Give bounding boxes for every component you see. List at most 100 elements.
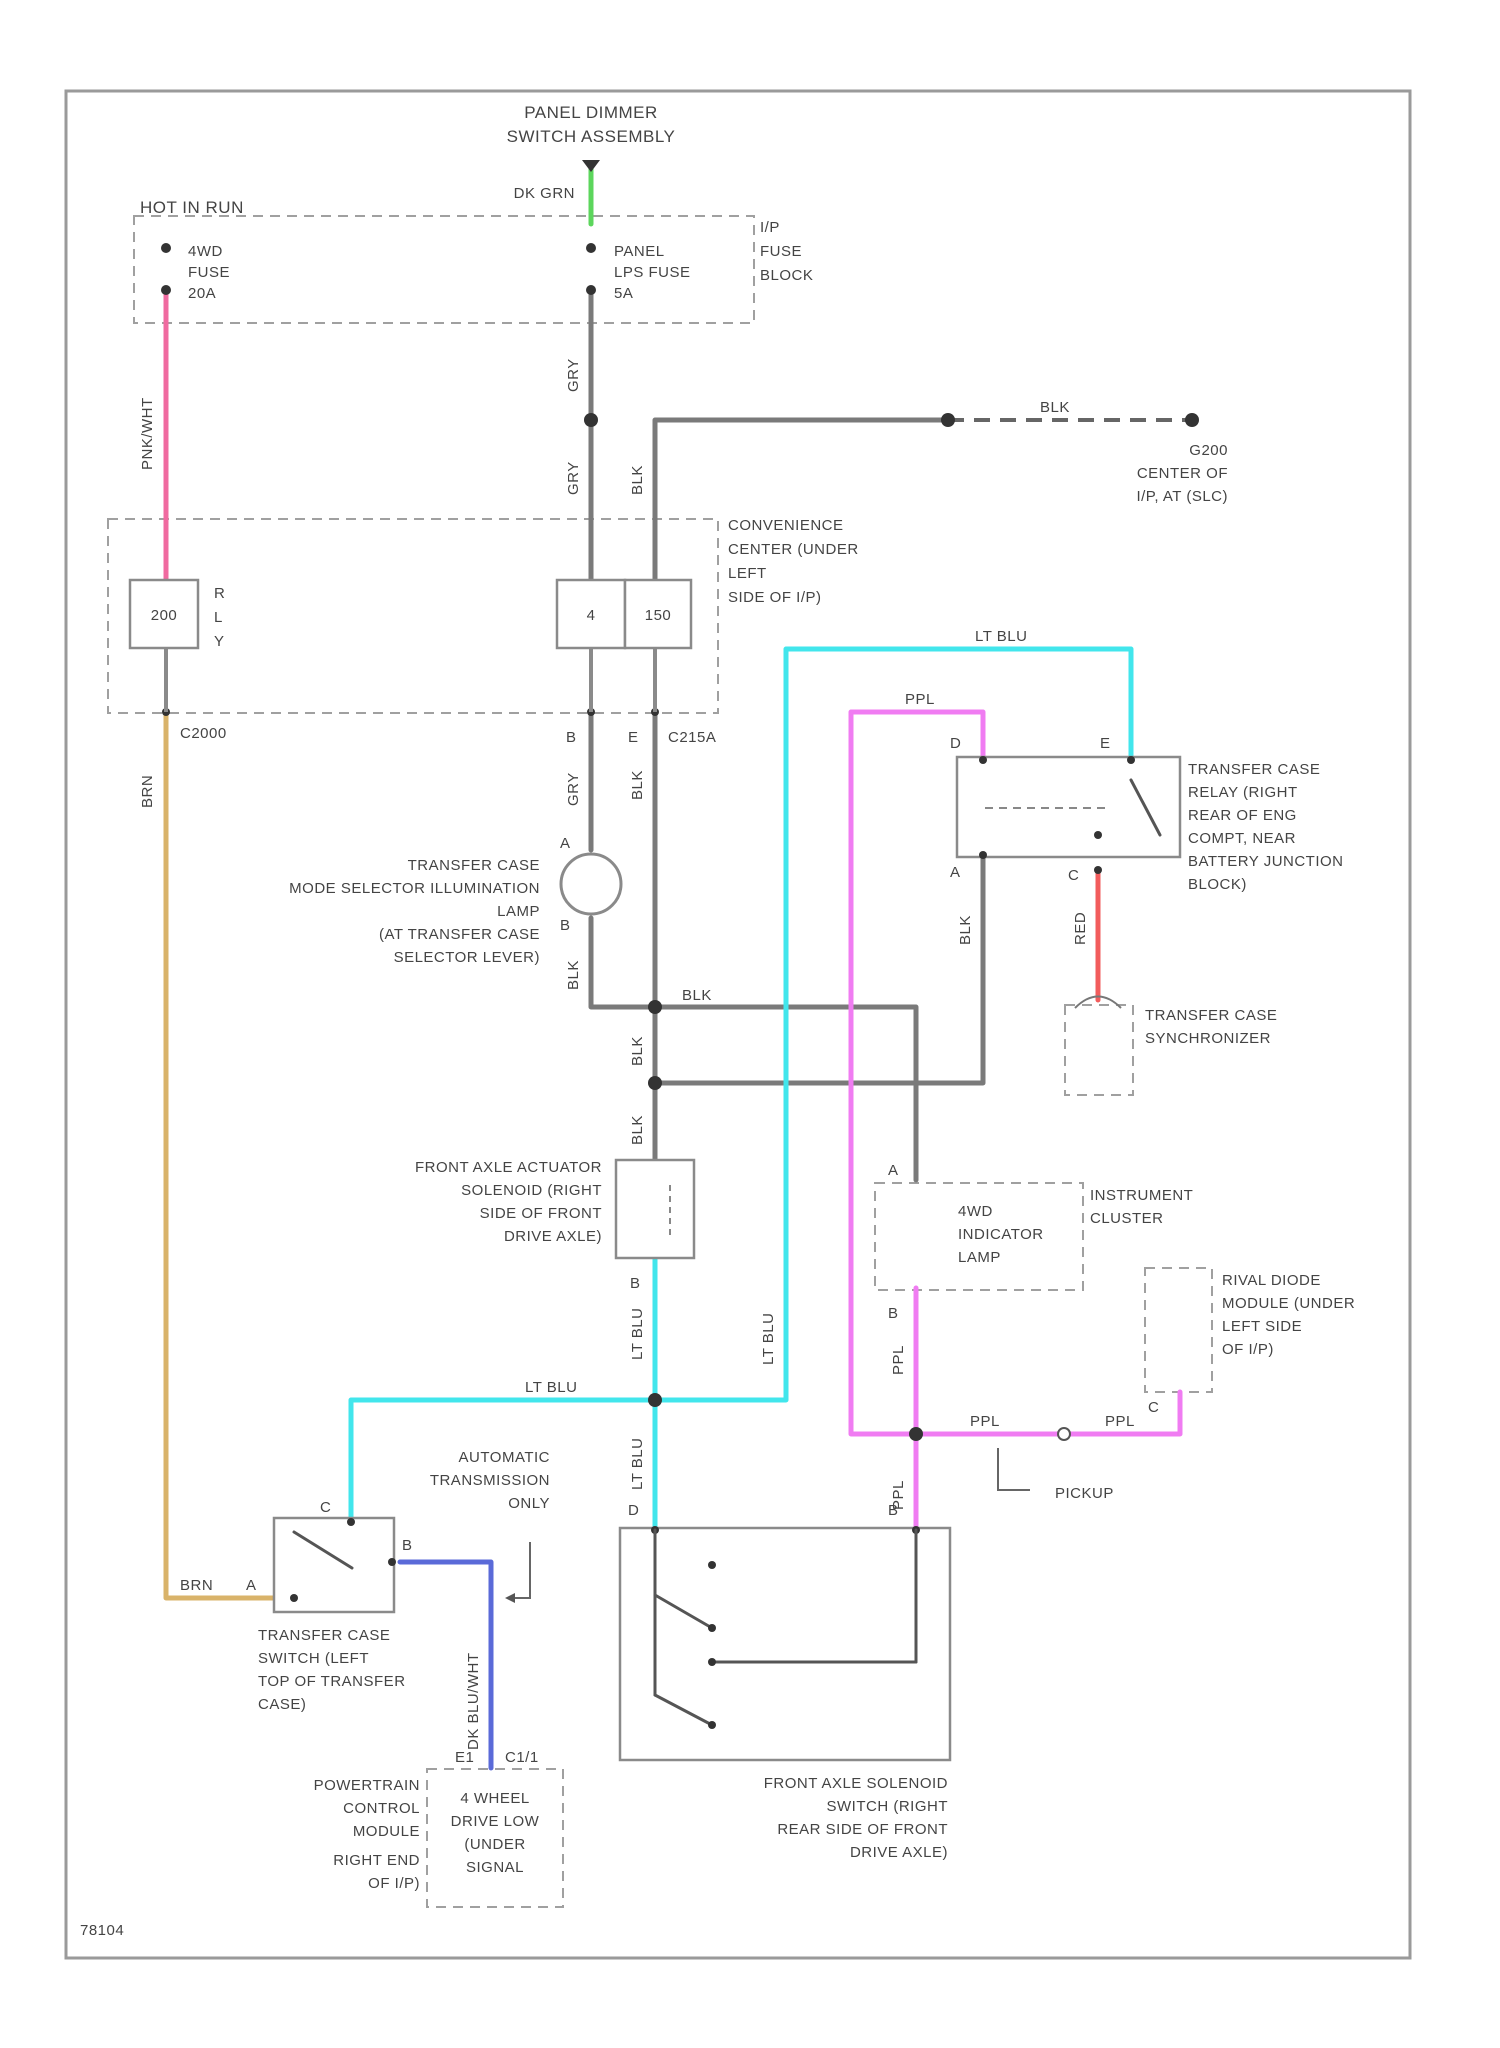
axle-switch-label-1: FRONT AXLE SOLENOID	[764, 1775, 948, 1792]
wire-label-blk-3: BLK	[565, 960, 582, 990]
pcm-inner-4: SIGNAL	[466, 1859, 524, 1876]
axle-switch-label-3: REAR SIDE OF FRONT	[777, 1821, 948, 1838]
pcm-pin: E1	[455, 1749, 474, 1766]
wire-label-lt-blu-v1: LT BLU	[629, 1308, 646, 1360]
wire-label-ppl-h2: PPL	[1105, 1413, 1135, 1430]
lamp-pin-a: A	[560, 835, 571, 852]
relay-label-5: BATTERY JUNCTION	[1188, 853, 1344, 870]
wire-label-blk-h: BLK	[682, 987, 712, 1004]
figure-id: 78104	[80, 1922, 124, 1939]
pickup-label: PICKUP	[1055, 1485, 1114, 1502]
transfer-switch-label-1: TRANSFER CASE	[258, 1627, 390, 1644]
wire-brn	[166, 712, 276, 1598]
relay-pin-d	[979, 756, 987, 764]
terminal-4wd-fuse-top	[161, 243, 171, 253]
auto-trans-label-1: AUTOMATIC	[459, 1449, 550, 1466]
cc-side-r: R	[214, 585, 225, 602]
wire-blk-lamp	[591, 918, 655, 1007]
connector-c215a: C215A	[668, 729, 716, 746]
cluster-lamp-2: INDICATOR	[958, 1226, 1044, 1243]
splice-blk-ground-left	[941, 413, 955, 427]
transfer-switch-label-4: CASE)	[258, 1696, 306, 1713]
relay-pin-c	[1094, 866, 1102, 874]
cc-label-4: SIDE OF I/P)	[728, 589, 822, 606]
wire-label-blk-ground: BLK	[1040, 399, 1070, 416]
connector-c2000: C2000	[180, 725, 227, 742]
axle-switch-label-2: SWITCH (RIGHT	[827, 1798, 948, 1815]
terminal-4wd-fuse-bottom	[161, 285, 171, 295]
diode-module-outline	[1145, 1268, 1212, 1392]
wire-label-brn: BRN	[139, 775, 156, 808]
cc-label-2: CENTER (UNDER	[728, 541, 859, 558]
illumination-lamp	[561, 854, 621, 914]
panel-dimmer-label-1: PANEL DIMMER	[524, 103, 658, 122]
wire-label-pnk-wht: PNK/WHT	[139, 397, 156, 470]
cc-side-l: L	[214, 609, 223, 626]
auto-trans-arrow	[505, 1593, 515, 1603]
panel-dimmer-label-2: SWITCH ASSEMBLY	[507, 127, 676, 146]
wire-label-blk-4: BLK	[629, 1036, 646, 1066]
axle-switch-contact-1	[708, 1561, 716, 1569]
wire-label-ppl-h1: PPL	[970, 1413, 1000, 1430]
transfer-switch-label-2: SWITCH (LEFT	[258, 1650, 369, 1667]
cc-side-y: Y	[214, 633, 225, 650]
front-axle-actuator	[616, 1160, 694, 1258]
relay-pin-a-label: A	[950, 864, 961, 881]
relay-pin-a	[979, 851, 987, 859]
fuse1-line3: 20A	[188, 285, 216, 302]
wire-label-brn-switch: BRN	[180, 1577, 213, 1594]
auto-trans-label-3: ONLY	[508, 1495, 550, 1512]
lamp-label-2: MODE SELECTOR ILLUMINATION	[289, 880, 540, 897]
ground-g200-dot	[1185, 413, 1199, 427]
relay-contact	[1094, 831, 1102, 839]
splice-ppl	[909, 1427, 923, 1441]
transfer-switch-label-3: TOP OF TRANSFER	[258, 1673, 406, 1690]
cc-label-3: LEFT	[728, 565, 767, 582]
fuse2-line1: PANEL	[614, 243, 665, 260]
wire-label-dk-blu-wht: DK BLU/WHT	[465, 1652, 482, 1750]
pcm-label-2: CONTROL	[343, 1800, 420, 1817]
splice-blk-1	[648, 1000, 662, 1014]
lamp-pin-b: B	[560, 917, 571, 934]
cc-cell-left-value: 200	[151, 607, 178, 624]
axle-switch-contact-2	[708, 1624, 716, 1632]
fuse-block-line2: FUSE	[760, 243, 802, 260]
dimmer-arrow	[582, 160, 600, 172]
cluster-label-2: CLUSTER	[1090, 1210, 1164, 1227]
wire-label-gry-2: GRY	[565, 461, 582, 495]
axle-switch-contact-3	[708, 1658, 716, 1666]
transfer-switch-pin-a-label: A	[246, 1577, 257, 1594]
cc-pin-b: B	[566, 729, 577, 746]
pcm-label-1: POWERTRAIN	[314, 1777, 420, 1794]
relay-label-2: RELAY (RIGHT	[1188, 784, 1298, 801]
axle-switch-label-4: DRIVE AXLE)	[850, 1844, 948, 1861]
wire-blk-relay	[655, 855, 983, 1083]
diode-pin-c: C	[1148, 1399, 1159, 1416]
lamp-label-4: (AT TRANSFER CASE	[379, 926, 540, 943]
transfer-switch-pin-c-label: C	[320, 1499, 331, 1516]
fuse-block-line1: I/P	[760, 219, 780, 236]
auto-trans-leader	[508, 1542, 530, 1598]
axle-switch-contact-4	[708, 1721, 716, 1729]
splice-gry	[584, 413, 598, 427]
wire-label-blk-5: BLK	[629, 1115, 646, 1145]
axle-switch-pin-d-label: D	[628, 1502, 639, 1519]
wire-label-ppl-top: PPL	[905, 691, 935, 708]
transfer-switch-pin-b	[388, 1558, 396, 1566]
relay-label-6: BLOCK)	[1188, 876, 1247, 893]
front-axle-solenoid-switch	[620, 1528, 950, 1760]
lamp-label-1: TRANSFER CASE	[408, 857, 540, 874]
cluster-lamp-3: LAMP	[958, 1249, 1001, 1266]
wire-label-lt-blu-v3: LT BLU	[629, 1438, 646, 1490]
dk-grn-label: DK GRN	[514, 185, 575, 202]
cluster-label-1: INSTRUMENT	[1090, 1187, 1193, 1204]
fuse1-line1: 4WD	[188, 243, 223, 260]
splice-blk-2	[648, 1076, 662, 1090]
relay-pin-e	[1127, 756, 1135, 764]
actuator-pin-b: B	[630, 1275, 641, 1292]
wire-label-lt-blu-v2: LT BLU	[760, 1313, 777, 1365]
relay-label-1: TRANSFER CASE	[1188, 761, 1320, 778]
fuse1-line2: FUSE	[188, 264, 230, 281]
pcm-label-4: RIGHT END	[333, 1852, 420, 1869]
